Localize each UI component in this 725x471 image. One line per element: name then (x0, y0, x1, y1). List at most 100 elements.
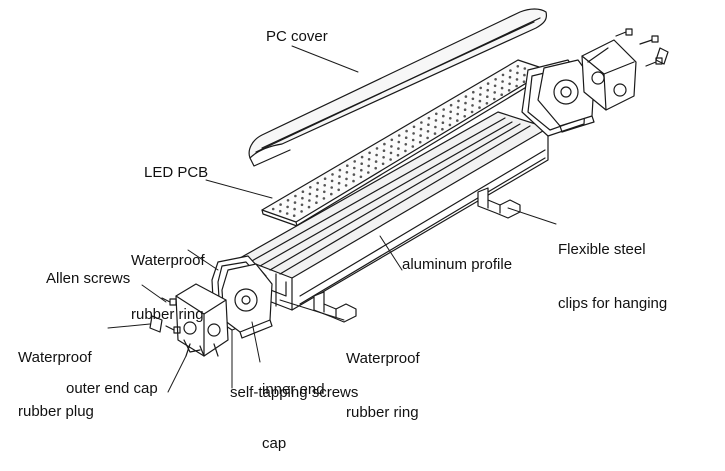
led-dot (338, 175, 341, 178)
led-dot (390, 145, 393, 148)
right-screws (615, 28, 669, 67)
led-dot (397, 147, 400, 150)
led-dot (323, 184, 327, 187)
exploded-diagram: PC cover LED PCB Waterproof rubber ring … (18, 8, 669, 452)
pc-cover-part (248, 8, 548, 167)
led-dot (508, 75, 512, 79)
led-dot (308, 192, 312, 196)
led-dot (338, 168, 342, 172)
led-dot (344, 184, 348, 187)
led-dot (464, 95, 468, 98)
led-dot (486, 88, 490, 92)
label-waterproof-plug-line2: rubber plug (18, 403, 94, 420)
led-dot (346, 164, 349, 167)
led-dot (420, 121, 423, 124)
led-dot (493, 91, 497, 94)
led-dot (330, 186, 334, 189)
led-dot (434, 119, 438, 122)
led-dot (294, 194, 297, 198)
led-dot (405, 129, 408, 133)
diagram-drawing (107, 8, 669, 393)
led-dot (382, 149, 386, 152)
aluminum-profile-part (239, 111, 549, 311)
led-dot (389, 151, 393, 155)
led-dot (345, 177, 348, 181)
label-allen-screws: Allen screws (46, 270, 131, 287)
led-dot (278, 209, 282, 213)
led-dot (360, 162, 364, 165)
led-dot (494, 78, 497, 81)
led-dot (404, 143, 408, 146)
led-dot (426, 130, 430, 133)
led-dot (396, 153, 400, 157)
led-dot (352, 179, 355, 183)
led-dot (375, 153, 378, 157)
led-dot (516, 65, 520, 68)
led-dot (301, 190, 305, 193)
led-dot (486, 82, 490, 85)
label-self-tapping-screws: self-tapping screws (230, 384, 359, 401)
led-dot (479, 93, 482, 96)
label-flexible-clips: Flexible steel clips for hanging (558, 205, 667, 331)
led-dot (300, 203, 304, 207)
led-dot (485, 102, 489, 105)
led-dot (271, 207, 275, 211)
led-dot (345, 171, 349, 174)
label-flexible-clips-line2: clips for hanging (558, 295, 668, 312)
led-dot (300, 210, 303, 213)
led-dot (515, 84, 518, 88)
led-dot (433, 132, 437, 135)
led-dot (449, 110, 453, 114)
led-dot (493, 97, 496, 101)
led-dot (360, 155, 364, 159)
label-outer-end-cap: outer end cap (66, 380, 158, 397)
led-dot (382, 156, 385, 159)
led-dot (442, 108, 446, 111)
led-dot (309, 186, 312, 189)
led-dot (486, 95, 489, 98)
led-dot (292, 214, 296, 217)
led-dot (501, 80, 504, 83)
led-dot (397, 140, 401, 144)
led-dot (404, 136, 408, 139)
led-dot (330, 192, 333, 196)
label-waterproof-ring-bottom: Waterproof rubber ring (346, 314, 420, 440)
led-dot (471, 97, 475, 101)
led-dot (479, 86, 483, 90)
led-dot (353, 166, 356, 170)
led-dot (307, 205, 311, 209)
label-pc-cover: PC cover (266, 28, 328, 45)
led-dot (472, 90, 475, 94)
led-dot (337, 188, 341, 192)
led-dot (322, 197, 326, 200)
led-dot (381, 162, 385, 166)
label-waterproof-plug: Waterproof rubber plug (18, 313, 94, 439)
led-dot (412, 132, 415, 135)
led-dot (360, 168, 363, 172)
led-dot (316, 188, 319, 191)
led-dot (368, 151, 371, 155)
hanging-clip-right (477, 187, 521, 219)
label-waterproof-ring-bottom-line2: rubber ring (346, 404, 419, 421)
led-dot (523, 67, 527, 70)
led-dot (337, 181, 341, 185)
led-dot (427, 116, 431, 120)
led-dot (279, 203, 282, 206)
led-dot (419, 127, 423, 131)
led-dot (523, 73, 526, 77)
led-dot (352, 173, 356, 176)
led-dot (285, 212, 289, 215)
led-dot (359, 175, 363, 179)
led-dot (374, 166, 378, 170)
led-dot (367, 171, 370, 174)
label-flexible-clips-line1: Flexible steel (558, 241, 646, 258)
right-outer-end-cap (581, 39, 637, 111)
led-dot (463, 115, 467, 118)
led-dot (501, 73, 505, 77)
led-dot (367, 158, 371, 161)
led-pcb-dots (271, 65, 541, 217)
led-dot (316, 181, 320, 185)
label-aluminum-profile: aluminum profile (402, 256, 513, 273)
label-led-pcb: LED PCB (144, 164, 209, 181)
led-dot (389, 158, 392, 161)
